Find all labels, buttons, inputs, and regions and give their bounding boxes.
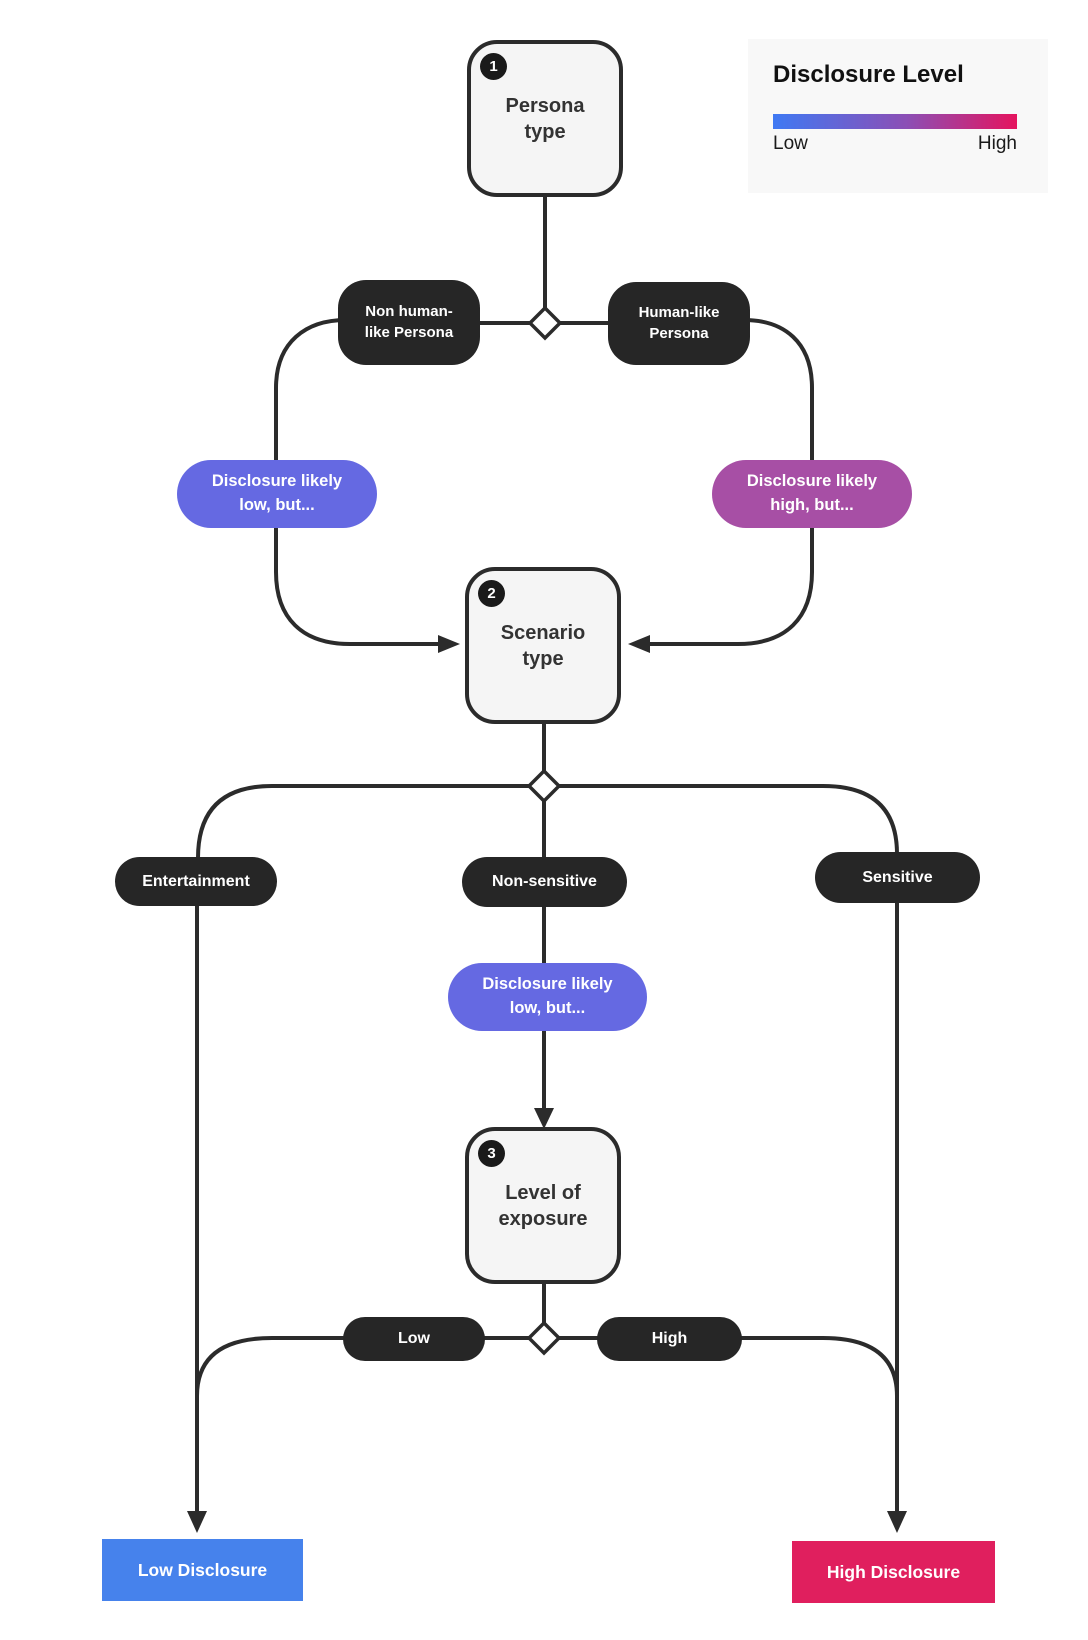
legend-low-label: Low bbox=[773, 133, 808, 154]
legend-title: Disclosure Level bbox=[773, 61, 964, 88]
level-of-exposure-label: Level of exposure bbox=[498, 1181, 588, 1230]
arrow-into-low-outcome bbox=[187, 1511, 207, 1533]
branch-non-sensitive: Non-sensitive bbox=[462, 857, 627, 907]
edge-scenario-branch-left bbox=[196, 784, 544, 859]
level-of-exposure-node: 3 Level of exposure bbox=[465, 1127, 621, 1284]
scenario-type-label: Scenario type bbox=[500, 621, 586, 670]
legend-gradient-bar bbox=[773, 114, 1017, 129]
note-disclosure-likely-low-persona: Disclosure likely low, but... bbox=[177, 460, 377, 528]
step-1-badge: 1 bbox=[480, 53, 507, 80]
branch-exposure-high: High bbox=[597, 1317, 742, 1361]
edge-scenario-branch-right bbox=[544, 784, 899, 855]
step-3-badge: 3 bbox=[478, 1140, 505, 1167]
arrow-into-scenario-right bbox=[628, 635, 650, 653]
note-disclosure-likely-high-persona: Disclosure likely high, but... bbox=[712, 460, 912, 528]
legend-axis-labels: Low High bbox=[773, 133, 1017, 155]
branch-diamond-scenario bbox=[526, 768, 562, 804]
persona-type-label: Persona type bbox=[505, 94, 585, 143]
edge-nonhuman-to-scenario bbox=[274, 318, 438, 646]
branch-sensitive: Sensitive bbox=[815, 852, 980, 903]
arrow-into-high-outcome bbox=[887, 1511, 907, 1533]
edge-exposure-branch-right bbox=[544, 1336, 899, 1397]
scenario-type-node: 2 Scenario type bbox=[465, 567, 621, 724]
high-disclosure-outcome: High Disclosure bbox=[792, 1541, 995, 1603]
edge-exposure-branch-left bbox=[195, 1336, 544, 1397]
disclosure-level-legend: Disclosure Level Low High bbox=[748, 39, 1048, 193]
branch-human-like-persona: Human-like Persona bbox=[608, 282, 750, 365]
branch-entertainment: Entertainment bbox=[115, 857, 277, 906]
branch-diamond-persona bbox=[527, 305, 563, 341]
step-2-badge: 2 bbox=[478, 580, 505, 607]
persona-type-node: 1 Persona type bbox=[467, 40, 623, 197]
arrow-into-scenario-left bbox=[438, 635, 460, 653]
legend-high-label: High bbox=[977, 133, 1017, 154]
edge-human-to-scenario bbox=[650, 318, 814, 646]
branch-non-human-like-persona: Non human-like Persona bbox=[338, 280, 480, 365]
low-disclosure-outcome: Low Disclosure bbox=[102, 1539, 303, 1601]
branch-diamond-exposure bbox=[526, 1320, 562, 1356]
branch-exposure-low: Low bbox=[343, 1317, 485, 1361]
note-disclosure-likely-low-scenario: Disclosure likely low, but... bbox=[448, 963, 647, 1031]
arrow-into-exposure bbox=[534, 1108, 554, 1129]
